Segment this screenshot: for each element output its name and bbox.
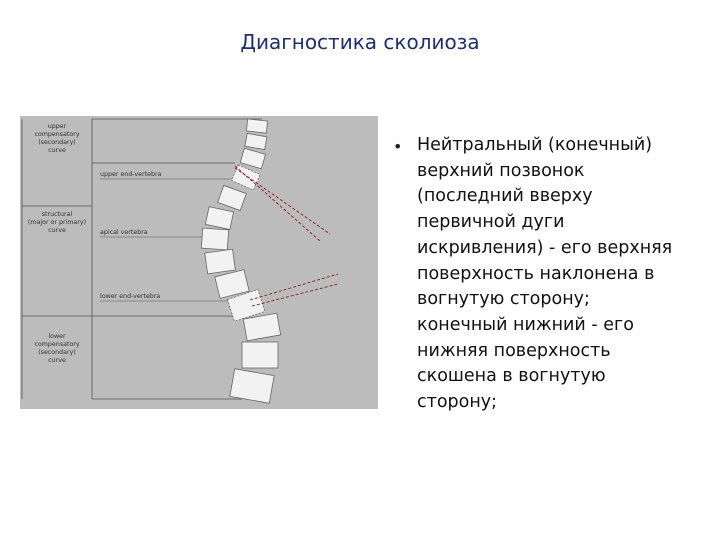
bullet-text: Нейтральный (конечный) верхний позвонок … [417,133,711,416]
bullet-list: • Нейтральный (конечный) верхний позвоно… [393,133,711,416]
label-structural-curve: curve [48,227,66,234]
label-lower-curve: compensatory [34,341,79,348]
label-lower-curve: (secondary) [38,349,76,356]
slide-title: Диагностика сколиоза [0,30,720,54]
label-apical-vertebra: apical vertebra [100,229,148,236]
label-upper-curve: upper [48,123,67,130]
label-upper-curve: curve [48,147,66,154]
spine [201,119,280,403]
label-lower-curve: lower [48,333,66,340]
label-upper-curve: (secondary) [38,139,76,146]
label-upper-curve: compensatory [34,131,79,138]
label-lower-end-vertebra: lower end-vertebra [100,293,160,300]
bullet-marker: • [393,137,402,156]
label-upper-end-vertebra: upper end-vertebra [100,171,162,178]
label-lower-curve: curve [48,357,66,364]
label-structural-curve: (major or primary) [28,219,86,226]
scoliosis-diagram: upper compensatory (secondary) curve str… [20,116,378,409]
label-structural-curve: structural [42,211,73,218]
